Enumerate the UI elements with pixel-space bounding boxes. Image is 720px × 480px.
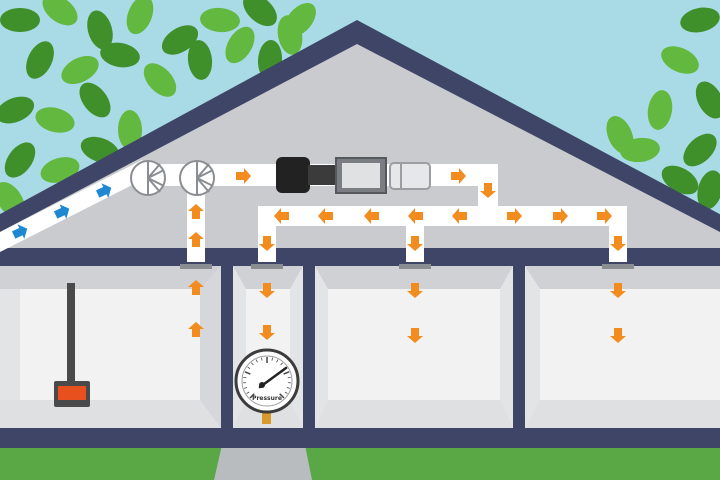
gauge-tick (244, 387, 248, 389)
supply-arrow (407, 328, 423, 343)
supply-arrow (259, 283, 275, 298)
leaf (35, 107, 75, 133)
supply-arrow (318, 208, 333, 224)
blower-unit (276, 157, 387, 194)
supply-arrow (610, 236, 626, 251)
airflow-arrows (11, 168, 626, 343)
leaf (161, 25, 199, 55)
supply-arrow (259, 236, 275, 251)
leaf (695, 81, 720, 119)
supply-arrow (259, 325, 275, 340)
supply-arrow (597, 208, 612, 224)
intake-duct (0, 160, 150, 252)
supply-arrow (452, 208, 467, 224)
room-right (525, 266, 720, 428)
supply-arrow (188, 204, 204, 219)
gauge-tick (249, 393, 255, 399)
gauge-label: Pressure (252, 395, 282, 402)
ceiling-registers (180, 264, 634, 269)
supply-arrow (236, 168, 251, 184)
gauge-tick (246, 391, 250, 394)
leaf (0, 96, 35, 124)
drop-closet (258, 206, 276, 262)
damper-icon (130, 160, 166, 196)
distribution-duct (258, 206, 626, 226)
register-closet (251, 264, 283, 269)
fan-icon (179, 160, 215, 196)
supply-arrow (610, 283, 626, 298)
supply-arrow (407, 283, 423, 298)
supply-arrow (408, 208, 423, 224)
leaf (4, 142, 36, 178)
intake-arrow (95, 183, 112, 198)
leaf (606, 116, 634, 154)
gauge-tick (247, 366, 251, 369)
gauge-tick (271, 357, 273, 361)
supply-arrow (188, 280, 204, 295)
gauge-tick (261, 357, 263, 361)
register-right (602, 264, 634, 269)
gauge-tick (255, 359, 258, 363)
supply-arrow (274, 208, 289, 224)
leaf (126, 0, 154, 35)
supply-arrow (610, 328, 626, 343)
leaf (680, 7, 720, 33)
filter-icon (389, 162, 431, 190)
drop-right (609, 206, 627, 262)
leaf (661, 46, 699, 74)
leaf (200, 7, 240, 33)
pressure-gauge-icon: Pressure (234, 348, 300, 424)
front-walkway (214, 445, 312, 480)
supply-arrow (188, 322, 204, 337)
supply-arrow (364, 208, 379, 224)
register-left (180, 264, 212, 269)
leaf (79, 82, 111, 118)
leaf (683, 133, 717, 167)
gauge-tick (284, 391, 288, 394)
intake-arrow (11, 224, 28, 239)
leaf (697, 170, 720, 210)
leaf (225, 26, 255, 64)
supply-arrow (507, 208, 522, 224)
supply-arrow (407, 236, 423, 251)
leaf (143, 63, 177, 97)
leaf (87, 10, 113, 50)
leaf (61, 55, 99, 85)
leaf (284, 2, 316, 38)
gauge-tick (286, 387, 290, 389)
room-left (0, 266, 221, 428)
gauge-tick (279, 393, 285, 399)
leaf (117, 110, 143, 150)
leaf (647, 90, 673, 130)
supply-arrow (480, 183, 496, 198)
leaf (26, 41, 54, 79)
supply-arrow (451, 168, 466, 184)
leaf (0, 8, 40, 32)
leaf (661, 165, 699, 195)
gauge-tick (251, 362, 254, 366)
leaf (42, 0, 78, 26)
gauge-tick (280, 362, 283, 366)
supply-arrow (188, 232, 204, 247)
room-middle (315, 266, 513, 428)
register-middle (399, 264, 431, 269)
intake-arrow (53, 204, 70, 219)
leaf (100, 42, 140, 68)
leaf (187, 40, 213, 80)
leaf (243, 0, 277, 27)
wood-stove-icon (54, 283, 90, 407)
gauge-tick (283, 371, 290, 375)
gauge-tick (276, 359, 279, 363)
gauge-tick (244, 371, 251, 375)
supply-arrow (553, 208, 568, 224)
lawn (0, 445, 720, 480)
